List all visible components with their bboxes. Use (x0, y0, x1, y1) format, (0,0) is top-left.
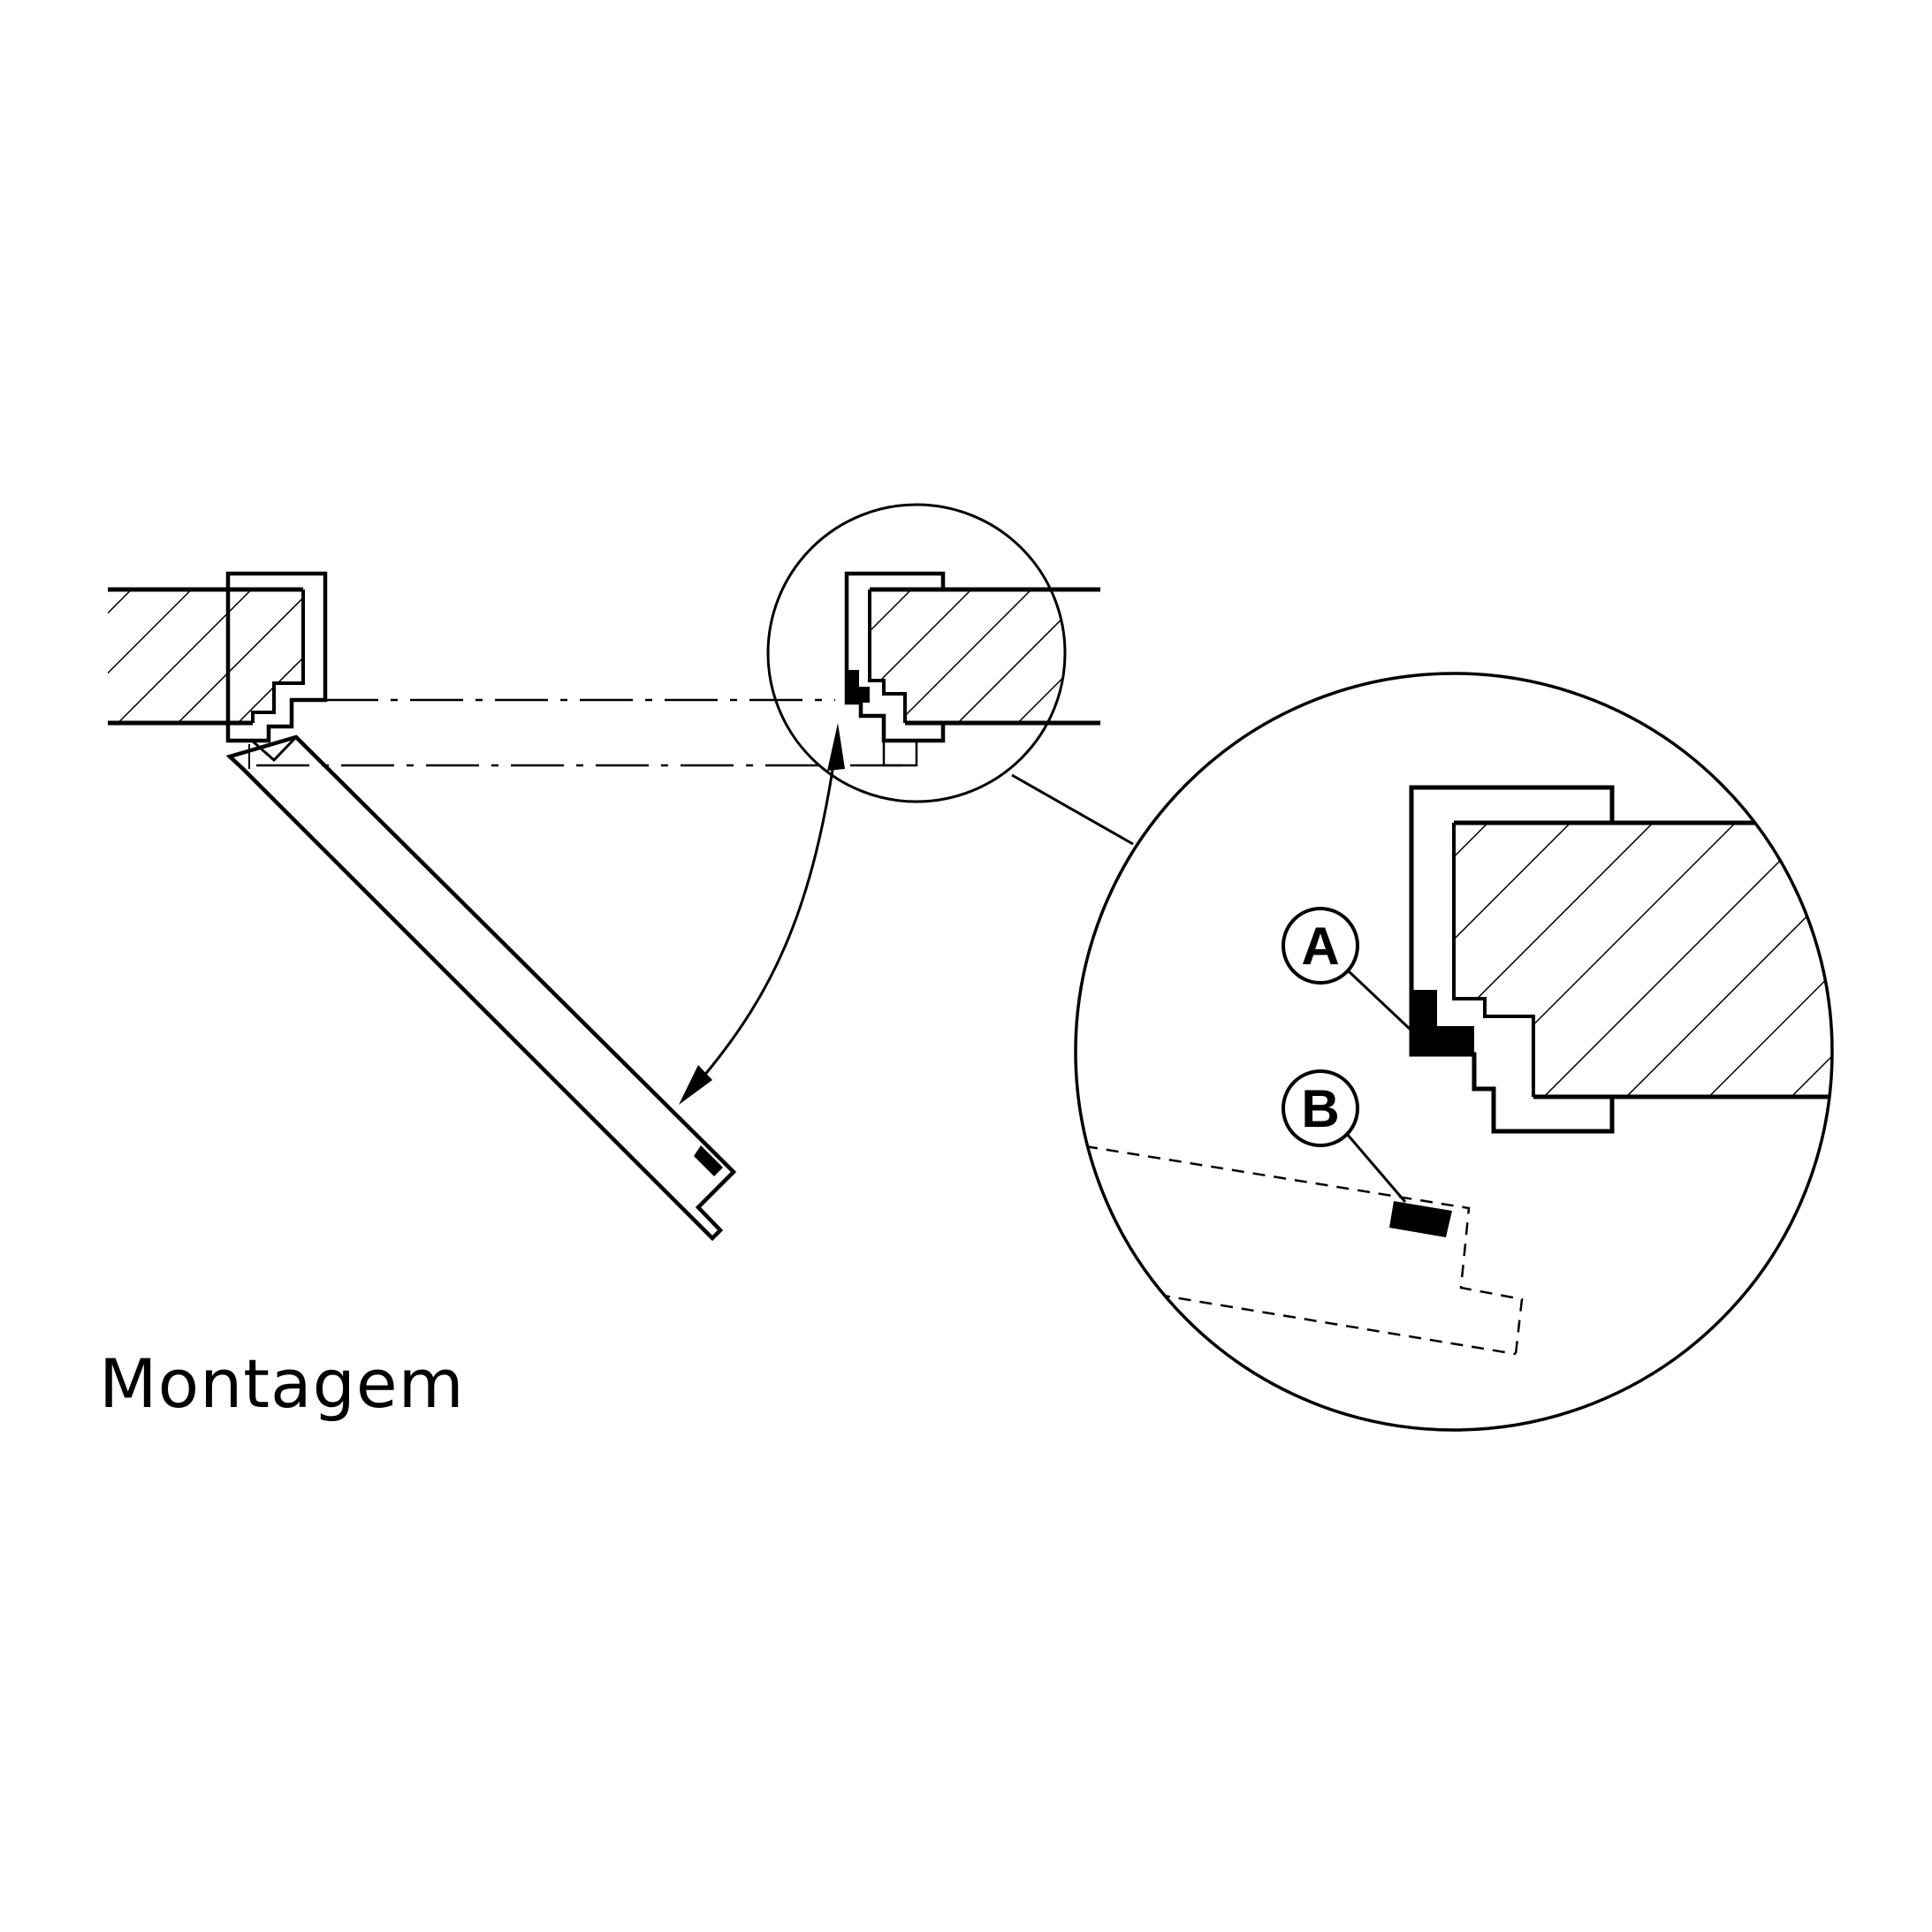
callout-b: B (1282, 1069, 1407, 1203)
detail-circle-small (766, 503, 1100, 803)
callout-a-label: A (1301, 917, 1339, 976)
swing-arrow (679, 723, 845, 1105)
reference-lines (256, 698, 910, 767)
callout-a: A (1282, 907, 1413, 1032)
cabinet-panel-left (108, 587, 305, 726)
detail-circle-large (1074, 672, 1834, 1432)
diagram-caption: Montagem (99, 1344, 465, 1423)
zoom-leader (1011, 773, 1134, 846)
callout-b-label: B (1301, 1079, 1339, 1138)
hinge-frame-left (225, 571, 328, 743)
door-panel-open (225, 734, 737, 1242)
